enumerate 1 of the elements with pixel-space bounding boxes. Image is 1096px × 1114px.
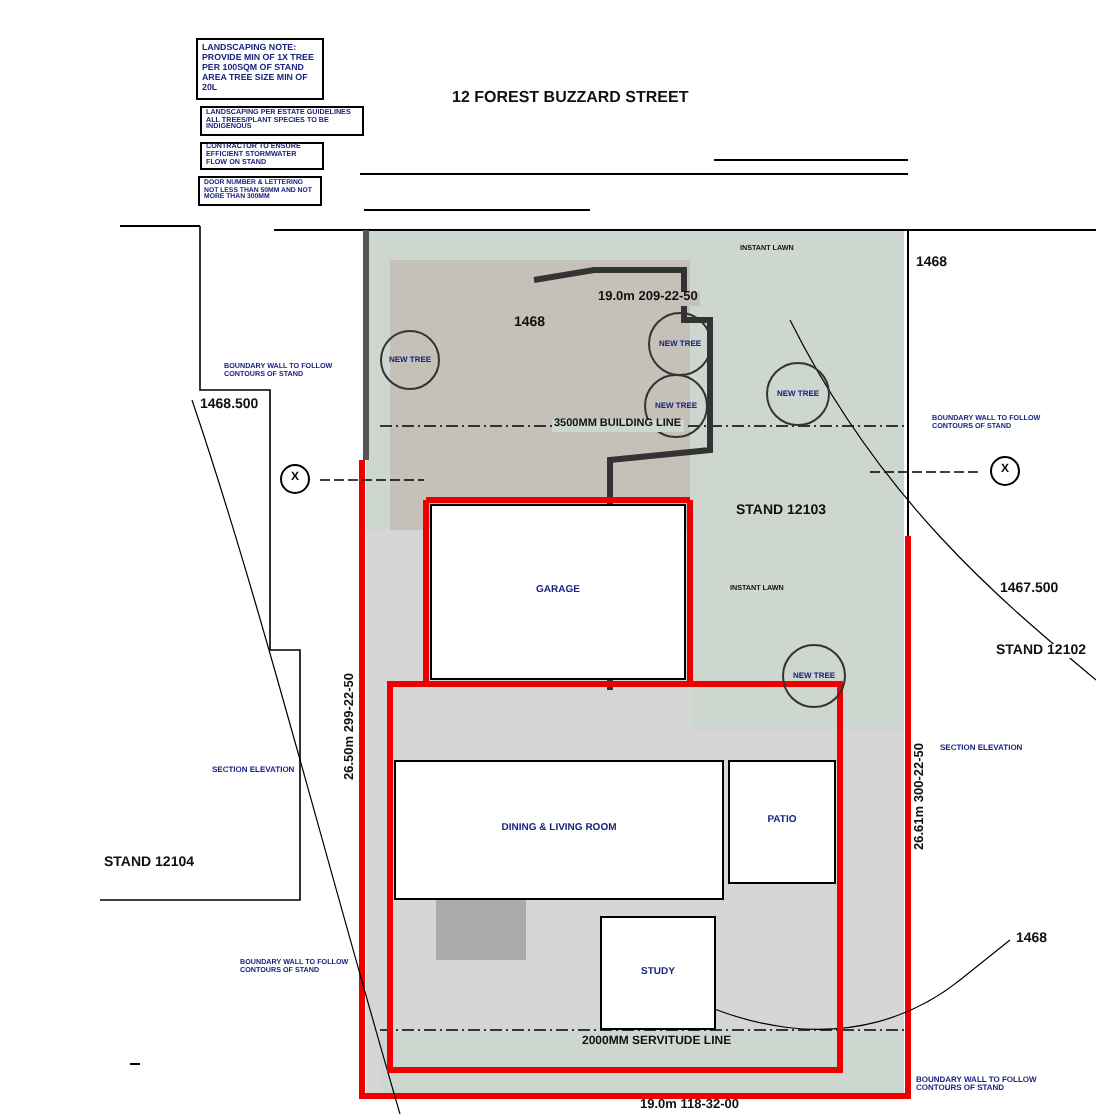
title-text: 12 FOREST BUZZARD STREET: [452, 90, 689, 106]
